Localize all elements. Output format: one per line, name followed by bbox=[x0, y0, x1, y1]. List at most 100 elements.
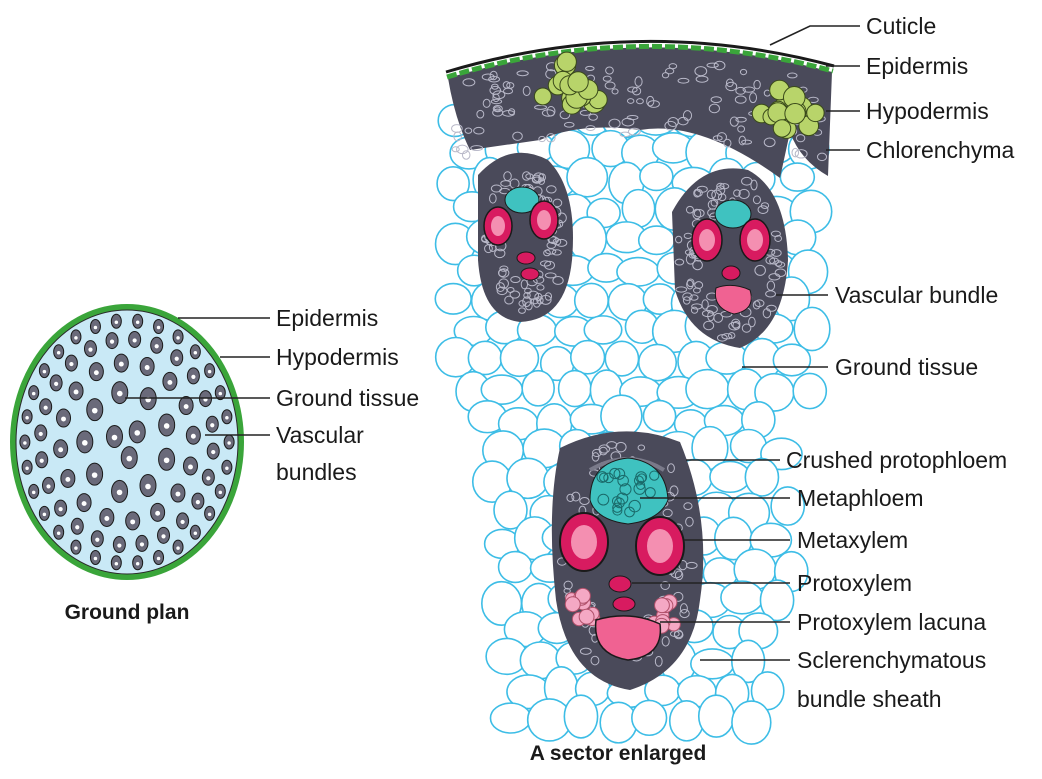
parenchyma-cell bbox=[575, 283, 608, 317]
label-sclerenchymatous: Sclerenchymatous bbox=[797, 647, 986, 673]
vascular-bundle-dot-core bbox=[115, 320, 119, 324]
vascular-bundle-dot-core bbox=[175, 492, 180, 497]
label-bundle-sheath: bundle sheath bbox=[797, 686, 942, 712]
vascular-bundle-dot-core bbox=[119, 362, 124, 367]
label-gp-ground-tissue: Ground tissue bbox=[276, 385, 419, 411]
vascular-bundle-dot-core bbox=[43, 513, 47, 517]
vascular-bundle-dot-core bbox=[74, 546, 78, 550]
protoxylem-cell bbox=[565, 597, 580, 612]
vascular-bundle-dot-core bbox=[59, 507, 63, 511]
vascular-bundle-dot-core bbox=[54, 382, 58, 386]
vascular-bundle-dot-core bbox=[92, 408, 98, 414]
vascular-bundle-dot-core bbox=[175, 357, 179, 361]
parenchyma-cell bbox=[794, 307, 830, 350]
label-gp-vascular: Vascular bbox=[276, 422, 364, 448]
vascular-bundle-dot-core bbox=[191, 434, 196, 439]
vascular-bundle-dot-core bbox=[88, 348, 92, 352]
vascular-bundle-dot-core bbox=[140, 542, 144, 546]
parenchyma-cell bbox=[571, 341, 605, 374]
vascular-bundle-dot-core bbox=[23, 441, 27, 445]
vascular-bundle-dot-core bbox=[134, 430, 140, 436]
vascular-bundle-lower bbox=[552, 431, 703, 690]
vascular-bundle-dot-core bbox=[191, 375, 195, 379]
parenchyma-cell bbox=[686, 370, 729, 409]
vascular-bundle-dot-core bbox=[117, 543, 121, 547]
label-vascular-bundle: Vascular bundle bbox=[835, 282, 998, 308]
vascular-bundle-dot-core bbox=[94, 557, 98, 561]
protoxylem bbox=[521, 268, 539, 280]
parenchyma-cell bbox=[732, 701, 771, 744]
vascular-bundle-dot-core bbox=[227, 441, 231, 445]
parenchyma-cell bbox=[499, 552, 532, 583]
vascular-bundle-dot-core bbox=[112, 435, 118, 441]
parenchyma-cell bbox=[793, 373, 826, 408]
vascular-bundle-dot-core bbox=[61, 417, 66, 422]
vascular-bundle-dot-core bbox=[75, 525, 79, 529]
hypodermis-cell bbox=[557, 52, 576, 71]
parenchyma-cell bbox=[584, 316, 622, 344]
vascular-bundle-dot-core bbox=[155, 344, 159, 348]
parenchyma-cell bbox=[435, 284, 471, 315]
vascular-bundle-dot-core bbox=[194, 531, 198, 535]
parenchyma-cell bbox=[721, 581, 763, 614]
ground-plan-ground-tissue bbox=[16, 310, 238, 574]
label-hypodermis: Hypodermis bbox=[866, 98, 989, 124]
vascular-bundle-dot-core bbox=[180, 520, 184, 524]
vascular-bundle-dot-core bbox=[117, 490, 123, 496]
hypodermis-cell bbox=[785, 103, 805, 123]
vascular-bundle-dot-core bbox=[82, 501, 87, 506]
hypodermis-cell bbox=[807, 104, 824, 121]
vascular-bundle-dot-core bbox=[145, 365, 150, 370]
parenchyma-cell bbox=[490, 703, 530, 733]
vascular-bundle-dot-core bbox=[219, 392, 223, 396]
parenchyma-cell bbox=[468, 341, 501, 374]
vascular-bundle-dot-core bbox=[74, 390, 79, 395]
vascular-bundle-dot-core bbox=[184, 404, 189, 409]
label-metaphloem: Metaphloem bbox=[797, 485, 924, 511]
vascular-bundle-dot-core bbox=[46, 484, 50, 488]
parenchyma-cell bbox=[567, 158, 607, 197]
vascular-bundle-dot-core bbox=[69, 362, 73, 366]
label-cuticle: Cuticle bbox=[866, 13, 936, 39]
vascular-bundle-dot-core bbox=[32, 491, 36, 495]
vascular-bundle-dot-core bbox=[225, 466, 229, 470]
vascular-bundle-dot-core bbox=[206, 476, 210, 480]
hypodermis-cell bbox=[568, 72, 588, 92]
vascular-bundle-dot-core bbox=[57, 531, 61, 535]
vascular-bundle-dot-core bbox=[164, 423, 170, 429]
vascular-bundle-dot-core bbox=[208, 370, 212, 374]
parenchyma-cell bbox=[601, 395, 642, 437]
protoxylem bbox=[517, 252, 535, 264]
vascular-bundle-dot-core bbox=[210, 423, 214, 427]
label-metaxylem: Metaxylem bbox=[797, 527, 908, 553]
label-chlorenchyma: Chlorenchyma bbox=[866, 137, 1014, 163]
hypodermis-cell bbox=[773, 120, 790, 137]
caption-sector-enlarged: A sector enlarged bbox=[530, 742, 707, 765]
protoxylem-cell bbox=[655, 598, 670, 613]
parenchyma-cell bbox=[691, 649, 734, 679]
vascular-bundle-dot-core bbox=[196, 500, 200, 504]
vascular-bundle-dot-core bbox=[145, 484, 151, 490]
vascular-bundle-dot-core bbox=[155, 511, 160, 516]
protoxylem-cell bbox=[579, 609, 594, 624]
vascular-bundle-dot-core bbox=[161, 534, 165, 538]
vascular-bundle-dot-core bbox=[211, 450, 215, 454]
parenchyma-cell bbox=[617, 258, 659, 286]
parenchyma-cell bbox=[643, 401, 675, 432]
parenchyma-cell bbox=[745, 459, 778, 496]
parenchyma-cell bbox=[600, 702, 637, 743]
parenchyma-cell bbox=[710, 461, 750, 492]
parenchyma-cell bbox=[564, 695, 597, 738]
vascular-bundle-dot-core bbox=[43, 370, 47, 374]
sector-enlarged bbox=[435, 41, 834, 744]
label-epidermis: Epidermis bbox=[866, 53, 968, 79]
parenchyma-cell bbox=[522, 371, 554, 406]
label-protoxylem-lacuna: Protoxylem lacuna bbox=[797, 609, 986, 635]
label-protoxylem: Protoxylem bbox=[797, 570, 912, 596]
vascular-bundle-dot-core bbox=[57, 351, 61, 355]
vascular-bundle-dot-core bbox=[133, 338, 137, 342]
vascular-bundle-dot-core bbox=[136, 562, 140, 566]
parenchyma-cell bbox=[773, 344, 810, 376]
vascular-bundle-dot-core bbox=[104, 516, 109, 521]
